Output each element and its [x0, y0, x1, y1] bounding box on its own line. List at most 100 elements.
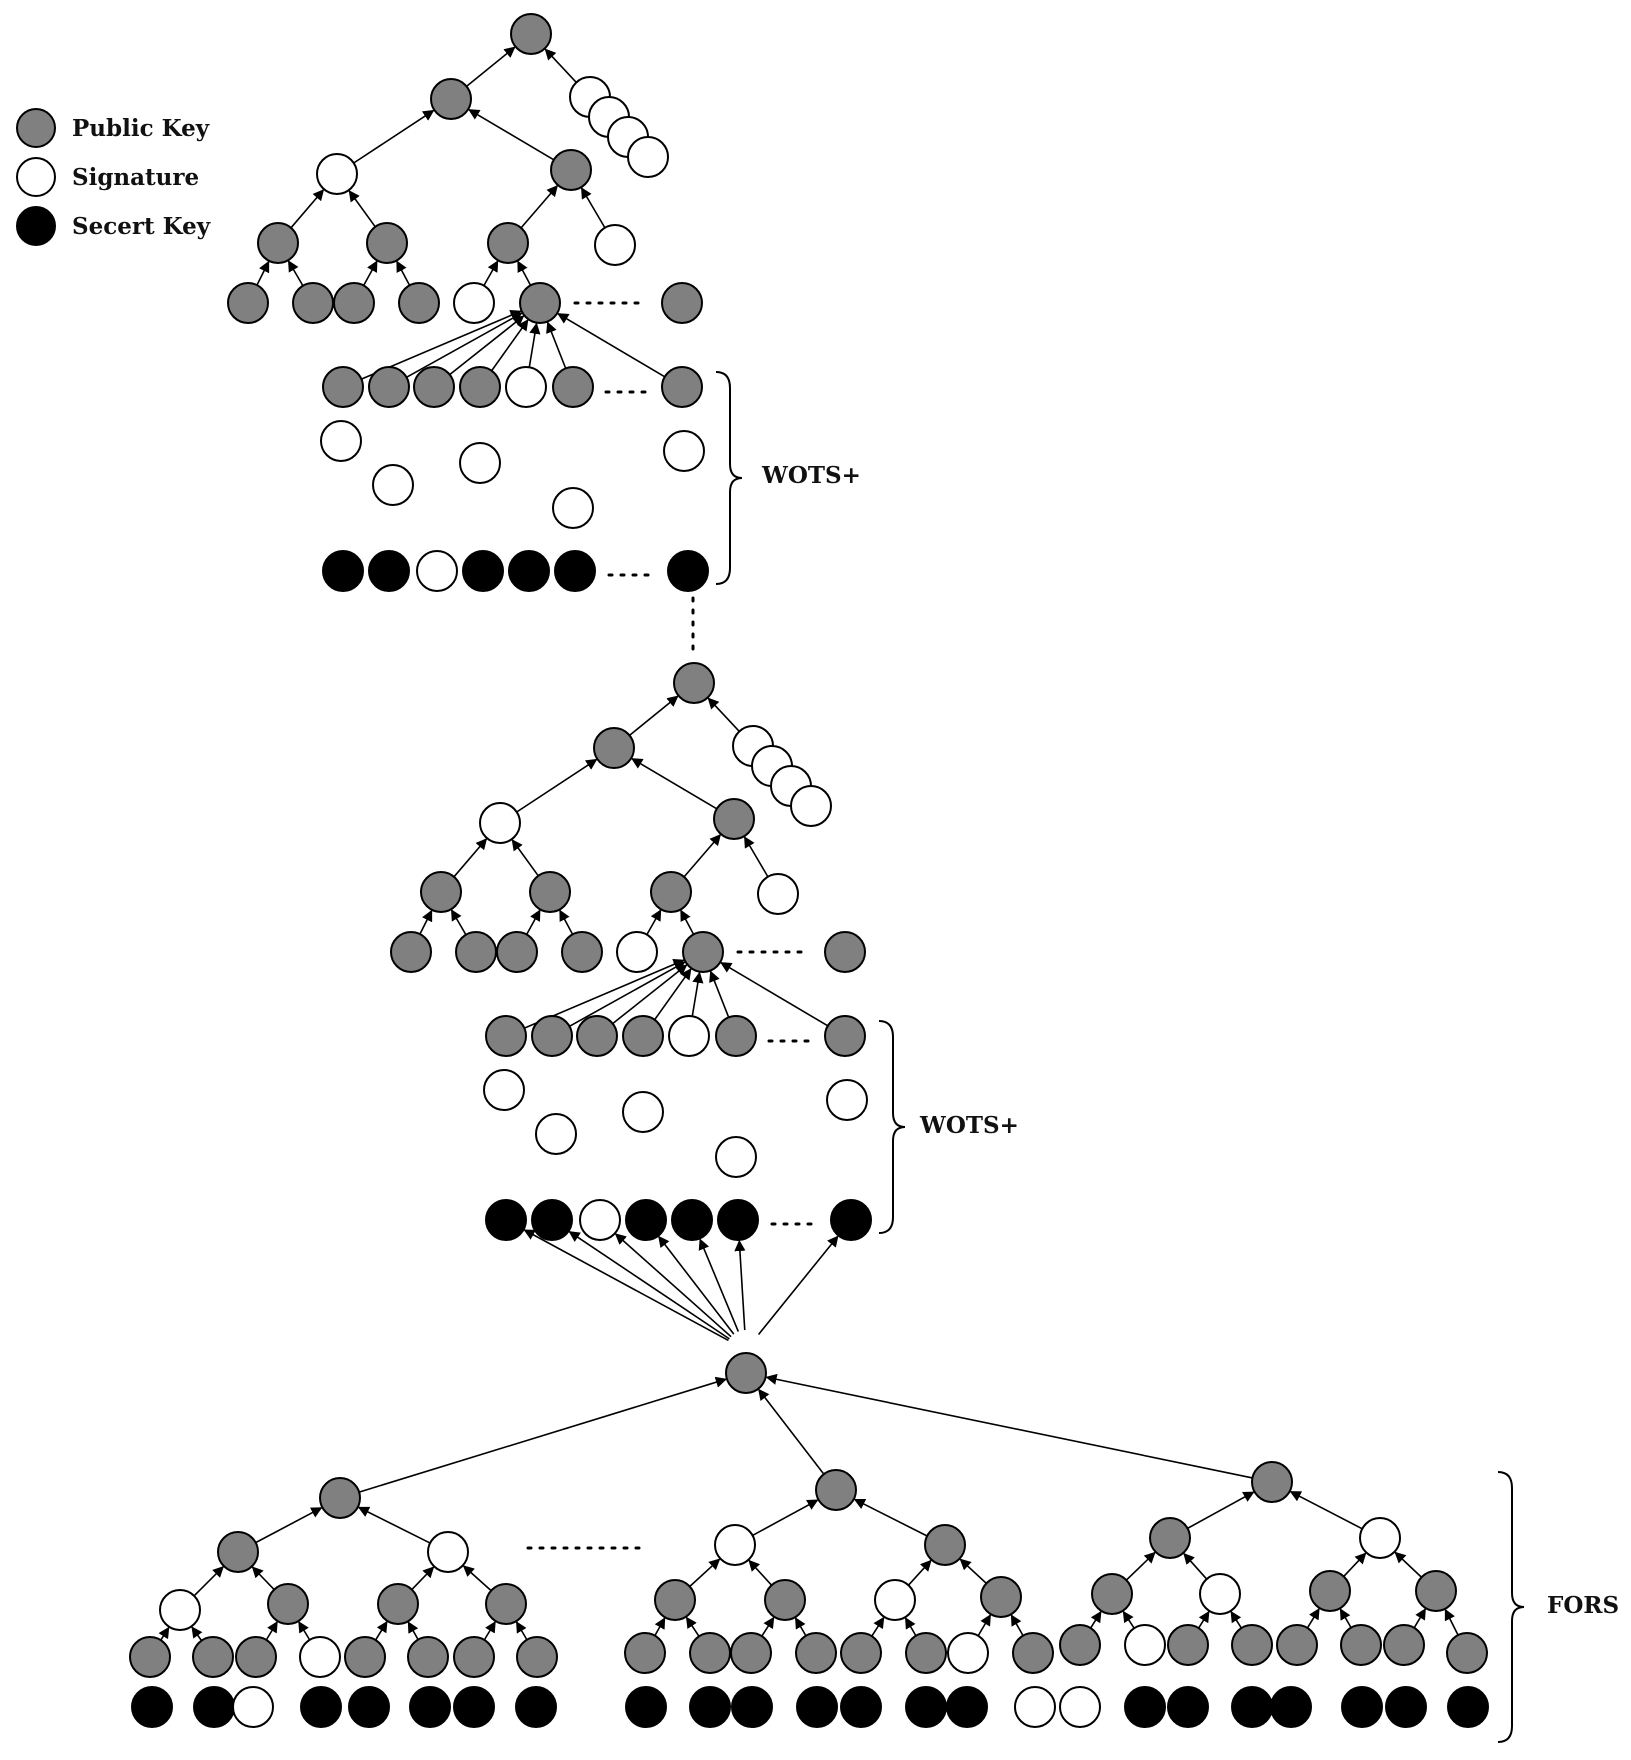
public-key-node	[1446, 1632, 1488, 1674]
edge-arrow	[1339, 1608, 1352, 1629]
public-key-node	[661, 366, 703, 408]
edge-arrow	[1010, 1614, 1024, 1637]
signature-node	[535, 1113, 577, 1155]
edge-arrow	[904, 1617, 917, 1637]
edge-arrow	[1343, 1552, 1367, 1578]
edge-arrow	[559, 909, 574, 935]
public-key-node	[815, 1469, 857, 1511]
signature-node	[159, 1589, 201, 1631]
edge-arrow	[358, 1376, 728, 1493]
signature-node	[232, 1686, 274, 1728]
secret-key-node	[671, 1199, 713, 1241]
edge-arrow	[689, 1558, 721, 1588]
secret-key-node	[1231, 1686, 1273, 1728]
signature-node	[453, 282, 495, 324]
public-key-node	[496, 931, 538, 973]
edge-arrow	[411, 1566, 435, 1591]
edge-arrow	[680, 909, 695, 935]
signature-node	[616, 931, 658, 973]
public-key-node	[519, 282, 561, 324]
secret-key-node	[554, 550, 596, 592]
edge-arrow	[523, 1229, 729, 1342]
edge-arrow	[871, 1616, 885, 1637]
edge-arrow	[1125, 1551, 1156, 1581]
public-key-node	[622, 1015, 664, 1057]
public-key-node	[529, 871, 571, 913]
edge-arrow	[683, 834, 722, 878]
edge-arrow	[158, 1626, 170, 1641]
public-key-node	[673, 662, 715, 704]
edge-arrow	[287, 260, 304, 287]
edge-arrow	[374, 1620, 388, 1641]
edge-arrow	[959, 1558, 987, 1584]
signature-node	[826, 1079, 868, 1121]
public-key-node	[344, 1636, 386, 1678]
public-key-node	[398, 282, 440, 324]
public-key-node	[420, 871, 462, 913]
public-key-node	[1251, 1461, 1293, 1503]
edge-arrow	[1444, 1608, 1459, 1636]
edge-arrow	[1413, 1608, 1426, 1629]
secret-key-node	[453, 1686, 495, 1728]
wots-top-label: WOTS+	[761, 462, 861, 489]
public-key-node	[455, 931, 497, 973]
public-key-node	[485, 1583, 527, 1625]
edge-arrow	[761, 1616, 775, 1637]
edge-arrow	[348, 190, 376, 228]
public-key-node	[1415, 1570, 1457, 1612]
edge-arrow	[720, 962, 829, 1027]
signature-node	[427, 1531, 469, 1573]
edge-arrow	[453, 838, 488, 878]
public-key-node	[650, 871, 692, 913]
public-key-node	[1383, 1624, 1425, 1666]
public-key-node	[485, 1015, 527, 1057]
secret-key-node	[300, 1686, 342, 1728]
public-key-node	[730, 1632, 772, 1674]
edge-arrow	[546, 321, 567, 369]
edge-arrow	[1197, 1610, 1210, 1629]
public-key-node	[407, 1636, 449, 1678]
secret-key-node	[508, 550, 550, 592]
public-key-node	[1059, 1624, 1101, 1666]
public-key-node	[764, 1579, 806, 1621]
edge-arrow	[1187, 1491, 1255, 1530]
edge-arrow	[685, 1616, 700, 1637]
public-key-node	[430, 78, 472, 120]
signature-node	[552, 487, 594, 529]
public-key-node	[319, 1477, 361, 1519]
signature-node	[483, 1069, 525, 1111]
group-brace	[1497, 1471, 1525, 1743]
public-key-node	[1167, 1624, 1209, 1666]
public-key-node	[824, 1015, 866, 1057]
public-key-node	[322, 366, 364, 408]
secret-key-node	[462, 550, 504, 592]
signature-node	[947, 1632, 989, 1674]
public-key-node	[333, 282, 375, 324]
public-key-node	[292, 282, 334, 324]
signature-node	[594, 224, 636, 266]
public-key-node	[654, 1579, 696, 1621]
public-key-node	[459, 366, 501, 408]
signature-node	[505, 366, 547, 408]
public-key-node	[715, 1015, 757, 1057]
secret-key-node	[625, 1686, 667, 1728]
signature-node	[1359, 1517, 1401, 1559]
secret-key-node	[348, 1686, 390, 1728]
signature-node	[715, 1136, 757, 1178]
edge-arrow	[757, 1235, 839, 1335]
edge-arrow	[419, 909, 433, 935]
edge-arrow	[1183, 1552, 1208, 1580]
edge-arrow	[765, 1373, 1253, 1479]
secret-key-node	[731, 1686, 773, 1728]
edge-arrow	[709, 970, 730, 1018]
signature-node	[416, 550, 458, 592]
public-key-node	[840, 1632, 882, 1674]
edge-arrow	[517, 260, 532, 286]
public-key-node	[413, 366, 455, 408]
edge-arrow	[569, 961, 686, 1027]
secret-key-node	[717, 1199, 759, 1241]
edge-arrow	[483, 260, 499, 286]
edge-arrow	[520, 185, 559, 229]
edge-arrow	[707, 697, 740, 732]
edge-arrow	[743, 836, 769, 878]
